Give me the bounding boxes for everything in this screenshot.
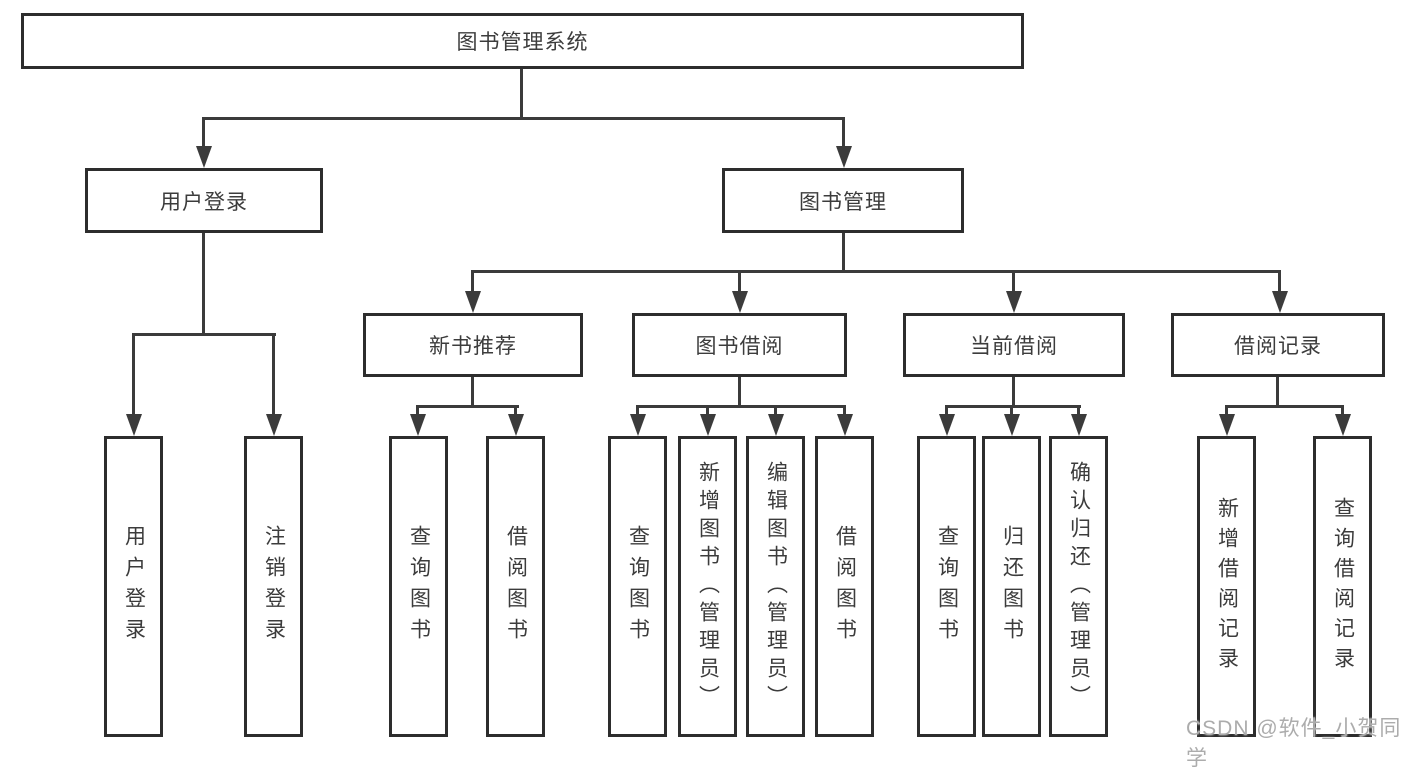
leaf-newbook-query: 查询图书	[389, 436, 448, 737]
arrowhead-down	[768, 414, 784, 436]
arrowhead-down	[939, 414, 955, 436]
leaf-current-confirm-return: 确认归还（管理员）	[1049, 436, 1108, 737]
connector-line	[1012, 377, 1015, 408]
arrowhead-down	[700, 414, 716, 436]
connector-line	[416, 405, 419, 418]
node-borrow-records: 借阅记录	[1171, 313, 1385, 377]
connector-line	[706, 405, 709, 418]
arrowhead-down	[836, 146, 852, 168]
arrowhead-down	[732, 291, 748, 313]
arrowhead-down	[508, 414, 524, 436]
leaf-logout: 注销登录	[244, 436, 303, 737]
arrowhead-down	[465, 291, 481, 313]
connector-line	[202, 233, 205, 336]
leaf-user-login: 用户登录	[104, 436, 163, 737]
arrowhead-down	[410, 414, 426, 436]
arrowhead-down	[266, 414, 282, 436]
leaf-borrow-edit: 编辑图书（管理员）	[746, 436, 805, 737]
connector-line	[202, 117, 205, 149]
connector-line	[636, 405, 639, 418]
node-book-borrow: 图书借阅	[632, 313, 847, 377]
node-library-system: 图书管理系统	[21, 13, 1024, 69]
connector-line	[738, 377, 741, 408]
arrowhead-down	[1219, 414, 1235, 436]
connector-line	[738, 270, 741, 295]
connector-line	[520, 69, 523, 120]
arrowhead-down	[126, 414, 142, 436]
arrowhead-down	[1335, 414, 1351, 436]
connector-line	[202, 117, 845, 120]
arrowhead-down	[196, 146, 212, 168]
arrowhead-down	[1004, 414, 1020, 436]
connector-line	[1278, 270, 1281, 295]
connector-line	[132, 333, 276, 336]
connector-line	[945, 405, 1081, 408]
connector-line	[842, 233, 845, 273]
watermark: CSDN @软件_小贺同学	[1186, 717, 1402, 770]
arrowhead-down	[1006, 291, 1022, 313]
leaf-current-return: 归还图书	[982, 436, 1041, 737]
connector-line	[843, 405, 846, 418]
connector-line	[1225, 405, 1228, 418]
connector-line	[1012, 270, 1015, 295]
connector-line	[1077, 405, 1080, 418]
leaf-borrow-borrow: 借阅图书	[815, 436, 874, 737]
connector-line	[636, 405, 846, 408]
node-new-book-recommend: 新书推荐	[363, 313, 583, 377]
connector-line	[842, 117, 845, 149]
leaf-newbook-borrow: 借阅图书	[486, 436, 545, 737]
connector-line	[1225, 405, 1344, 408]
connector-line	[471, 377, 474, 408]
arrowhead-down	[1272, 291, 1288, 313]
connector-line	[1341, 405, 1344, 418]
connector-line	[471, 270, 1281, 273]
arrowhead-down	[630, 414, 646, 436]
connector-line	[416, 405, 519, 408]
connector-line	[1276, 377, 1279, 408]
arrowhead-down	[837, 414, 853, 436]
connector-line	[945, 405, 948, 418]
node-user-login: 用户登录	[85, 168, 323, 233]
node-book-management: 图书管理	[722, 168, 964, 233]
leaf-current-query: 查询图书	[917, 436, 976, 737]
connector-line	[272, 333, 275, 417]
connector-line	[774, 405, 777, 418]
connector-line	[1010, 405, 1013, 418]
node-current-borrow: 当前借阅	[903, 313, 1125, 377]
leaf-borrow-query: 查询图书	[608, 436, 667, 737]
connector-line	[471, 270, 474, 295]
leaf-records-add: 新增借阅记录	[1197, 436, 1256, 737]
connector-line	[132, 333, 135, 417]
leaf-borrow-add: 新增图书（管理员）	[678, 436, 737, 737]
connector-line	[514, 405, 517, 418]
arrowhead-down	[1071, 414, 1087, 436]
leaf-records-query: 查询借阅记录	[1313, 436, 1372, 737]
